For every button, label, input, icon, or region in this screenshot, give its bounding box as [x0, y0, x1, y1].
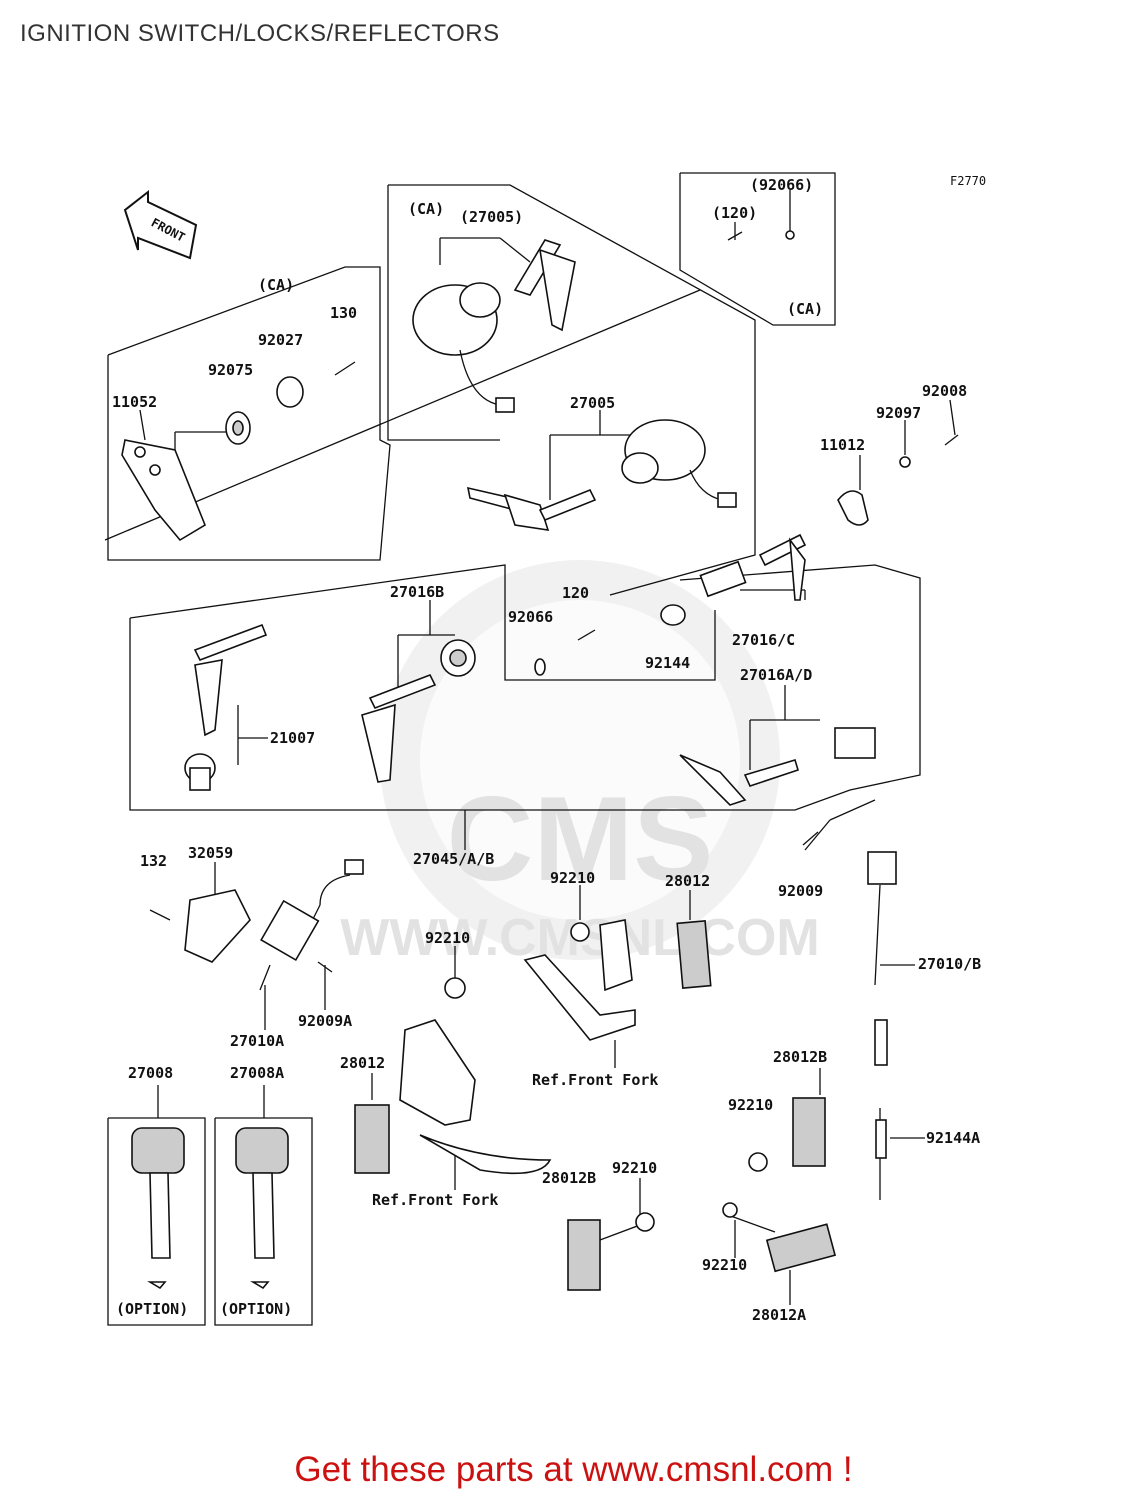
part-27008A-key: [235, 1127, 289, 1290]
part-11052-bracket: [121, 439, 206, 542]
part-28012B-reflector-a: [748, 1097, 826, 1172]
part-27010A-switch: [259, 859, 364, 991]
label-27016B: 27016B: [390, 583, 444, 601]
part-27008-key: [131, 1127, 185, 1290]
part-28012A-reflector: [722, 1202, 837, 1273]
front-arrow-icon: FRONT: [123, 189, 198, 260]
label-92066-paren: (92066): [750, 176, 813, 194]
label-92210-e: 92210: [702, 1256, 747, 1274]
part-27010B-switch: [867, 851, 897, 1066]
part-92144-spring: [660, 604, 686, 626]
part-27016C-lock: [699, 533, 807, 601]
label-option-b: (OPTION): [220, 1300, 292, 1318]
label-32059: 32059: [188, 844, 233, 862]
label-28012B-b: 28012B: [542, 1169, 596, 1187]
label-92009: 92009: [778, 882, 823, 900]
label-28012A: 28012A: [752, 1306, 806, 1324]
label-130: 130: [330, 304, 357, 322]
label-28012-a: 28012: [665, 872, 710, 890]
part-120-bolt-mid: [577, 629, 596, 641]
label-92210-b: 92210: [425, 929, 470, 947]
label-92009A: 92009A: [298, 1012, 352, 1030]
part-keys-main: [466, 486, 597, 531]
label-92210-d: 92210: [612, 1159, 657, 1177]
part-28012-reflector-a: [676, 920, 712, 989]
part-ignition-switch-top: [412, 282, 515, 413]
leader-lines: [104, 190, 956, 1305]
label-27005-paren: (27005): [460, 208, 523, 226]
part-28012B-reflector-b: [567, 1212, 655, 1291]
part-92027-collar: [276, 376, 304, 408]
part-92009A-screw: [317, 961, 333, 973]
label-27010A: 27010A: [230, 1032, 284, 1050]
part-27016B-lock: [361, 639, 476, 783]
part-132-bolt: [149, 909, 171, 921]
label-92075: 92075: [208, 361, 253, 379]
label-27005: 27005: [570, 394, 615, 412]
label-92144A: 92144A: [926, 1129, 980, 1147]
label-92027: 92027: [258, 331, 303, 349]
part-130-bolt: [334, 361, 356, 376]
label-ref-front-fork-a: Ref.Front Fork: [532, 1071, 658, 1089]
watermark-logo: CMS: [447, 772, 714, 906]
part-92066-clip: [534, 658, 546, 676]
label-27045AB: 27045/A/B: [413, 850, 494, 868]
label-92008: 92008: [922, 382, 967, 400]
label-120-paren: (120): [712, 204, 757, 222]
group-boxes: [107, 172, 921, 1326]
label-21007: 21007: [270, 729, 315, 747]
label-11012: 11012: [820, 436, 865, 454]
part-32059-bracket: [184, 889, 251, 963]
label-ref-front-fork-b: Ref.Front Fork: [372, 1191, 498, 1209]
part-bracket-front-fork-b: [399, 977, 552, 1175]
part-21007-keys: [184, 623, 268, 791]
page-title: IGNITION SWITCH/LOCKS/REFLECTORS: [20, 20, 500, 47]
part-92075-bushing: [225, 411, 251, 445]
figure-code: F2770: [950, 174, 986, 188]
label-ca-left: (CA): [258, 276, 294, 294]
part-28012-reflector-b: [354, 1104, 390, 1174]
part-27016AD-lock: [679, 727, 876, 806]
label-28012-b: 28012: [340, 1054, 385, 1072]
label-92097: 92097: [876, 404, 921, 422]
label-27010B: 27010/B: [918, 955, 981, 973]
label-132: 132: [140, 852, 167, 870]
part-92009-screw: [802, 831, 819, 846]
label-92210-c: 92210: [728, 1096, 773, 1114]
part-92144A-spring: [875, 1108, 887, 1200]
part-11012-plate: [837, 490, 869, 526]
label-ca-top: (CA): [408, 200, 444, 218]
part-bracket-front-fork-a: [523, 919, 636, 1041]
label-92066: 92066: [508, 608, 553, 626]
label-27008: 27008: [128, 1064, 173, 1082]
label-option-a: (OPTION): [116, 1300, 188, 1318]
part-labels: (CA) (CA) (CA) (27005) (92066) (120) 130…: [112, 176, 981, 1324]
label-ca-right: (CA): [787, 300, 823, 318]
label-28012B-a: 28012B: [773, 1048, 827, 1066]
label-27016AD: 27016A/D: [740, 666, 812, 684]
label-11052: 11052: [112, 393, 157, 411]
part-120-bolt-top: [727, 230, 795, 241]
label-27008A: 27008A: [230, 1064, 284, 1082]
part-92008-screw: [944, 434, 959, 446]
footer-promo[interactable]: Get these parts at www.cmsnl.com !: [294, 1450, 853, 1489]
label-92210-a: 92210: [550, 869, 595, 887]
label-120: 120: [562, 584, 589, 602]
part-keys-top: [513, 239, 576, 332]
label-92144: 92144: [645, 654, 690, 672]
part-92097-washer: [899, 456, 911, 468]
label-27016C: 27016/C: [732, 631, 795, 649]
part-ignition-switch-main: [621, 419, 737, 508]
